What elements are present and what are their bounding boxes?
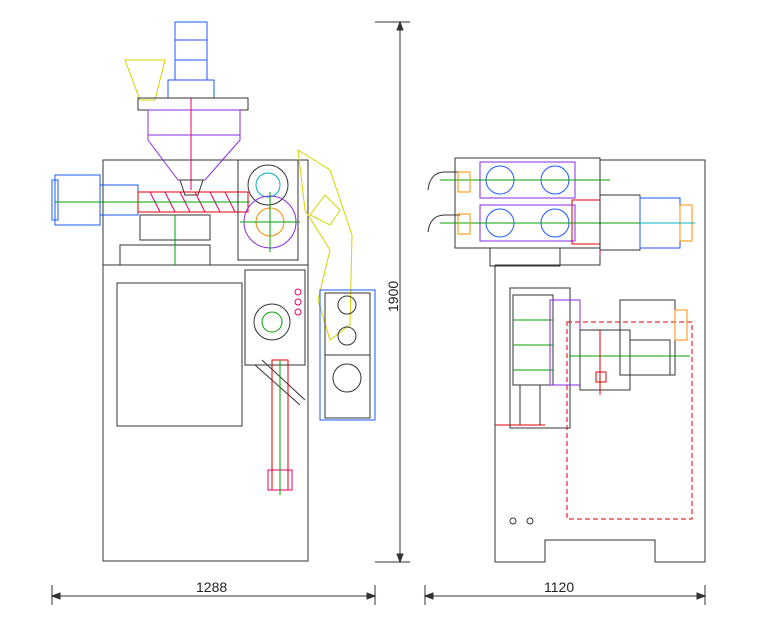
side-width-dimension bbox=[423, 585, 707, 605]
lower-gearbox bbox=[244, 269, 376, 421]
side-roller-block bbox=[427, 157, 690, 267]
side-guard bbox=[297, 149, 353, 341]
front-width-dimension bbox=[50, 585, 377, 605]
side-width-label: 1120 bbox=[544, 579, 574, 595]
side-drive-motor bbox=[599, 194, 695, 251]
outlet-pipe-lower bbox=[427, 214, 460, 233]
side-view: 1120 bbox=[423, 157, 707, 605]
front-cabinet bbox=[102, 264, 309, 562]
front-width-label: 1288 bbox=[196, 579, 227, 595]
left-motor bbox=[54, 174, 101, 226]
front-view: 1288 1900 bbox=[50, 20, 410, 605]
hopper-assembly bbox=[124, 21, 249, 196]
front-access-panel bbox=[116, 282, 243, 427]
upper-roller bbox=[247, 164, 289, 206]
side-lower-motor bbox=[570, 299, 690, 395]
linkage-arm bbox=[254, 359, 306, 495]
height-label: 1900 bbox=[385, 281, 401, 312]
hopper-funnel bbox=[147, 109, 241, 181]
feed-chute bbox=[124, 59, 166, 101]
screw-feeder bbox=[51, 174, 250, 266]
height-dimension bbox=[375, 20, 410, 564]
lower-motor-body bbox=[619, 299, 676, 376]
roller-assembly bbox=[237, 149, 353, 341]
motor-frame-dashed bbox=[566, 321, 693, 520]
lower-roller bbox=[253, 303, 291, 341]
outlet-pipe-upper bbox=[427, 171, 460, 191]
top-motor bbox=[174, 21, 208, 81]
side-gearbox bbox=[509, 287, 581, 429]
